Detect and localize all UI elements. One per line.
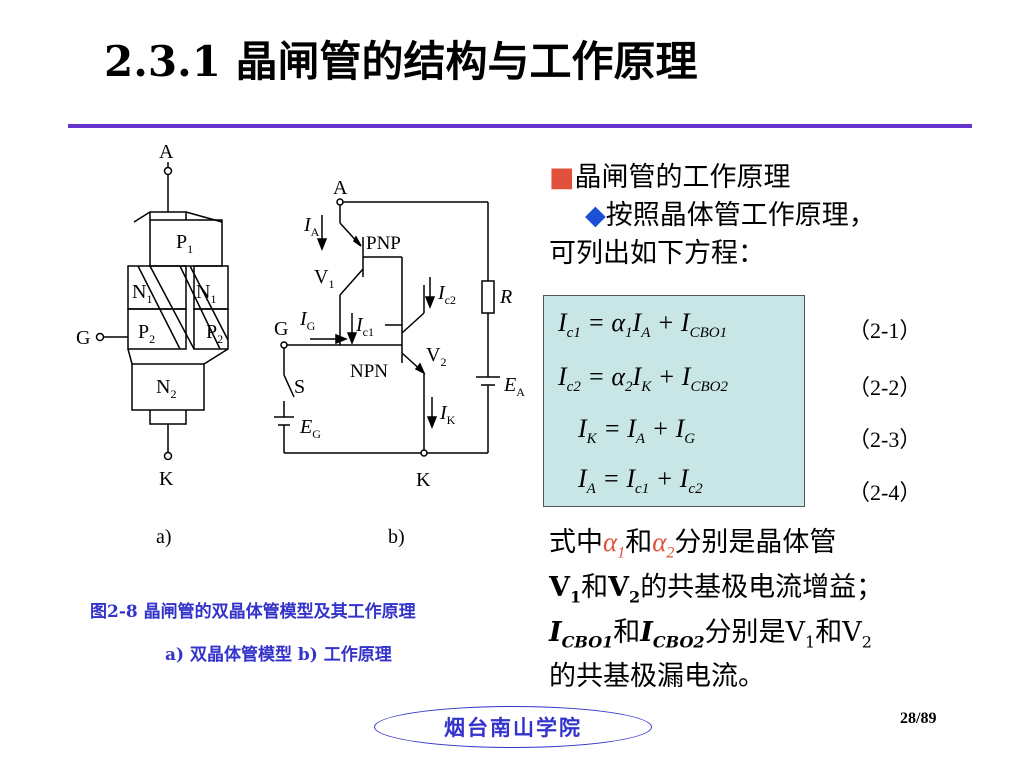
equation-number-2-2: （2-2） <box>848 375 922 400</box>
slide-title: 2.3.1 晶闸管的结构与工作原理 <box>104 37 698 86</box>
layer-p1-label: P1 <box>176 231 193 256</box>
equation-2-3: IK = IA + IG <box>578 414 696 448</box>
node-k-label: K <box>416 469 431 491</box>
description-line2: V1和V2的共基极电流增益； <box>549 572 884 607</box>
npn-label: NPN <box>350 361 388 382</box>
school-name-badge: 烟台南山学院 <box>374 706 652 748</box>
figure-a-thyristor-structure: A K G P1 N1 N1 P2 P2 N2 a) <box>76 141 229 548</box>
gate-g-label: G <box>274 318 288 340</box>
bullet-heading-text: 晶闸管的工作原理 <box>574 162 791 193</box>
bullet-heading: ■晶闸管的工作原理 <box>549 160 791 196</box>
equation-box: Ic1 = α1IA + ICBO1 Ic2 = α2IK + ICBO2 IK… <box>543 295 805 507</box>
source-eg-label: EG <box>299 416 321 441</box>
square-bullet-icon: ■ <box>549 162 575 193</box>
terminal-g-label: G <box>76 327 90 349</box>
equation-number-2-1: （2-1） <box>848 318 922 343</box>
layer-n1-right-label: N1 <box>196 281 216 306</box>
description-line4: 的共基极漏电流。 <box>549 661 765 693</box>
equation-number-2-4: （2-4） <box>848 480 922 505</box>
equation-2-4: IA = Ic1 + Ic2 <box>578 464 703 498</box>
page-number: 28/89 <box>900 710 937 727</box>
title-divider <box>68 124 972 128</box>
figure-b-working-circuit: A K G IA IG Ic1 Ic2 IK PNP NPN V1 V2 S R… <box>274 177 525 548</box>
figure-a-label: a) <box>156 526 172 548</box>
current-ic2-label: Ic2 <box>437 282 456 307</box>
figure-caption-line1: 图2-8 晶闸管的双晶体管模型及其工作原理 <box>90 602 416 622</box>
equation-number-2-3: （2-3） <box>848 427 922 452</box>
diamond-bullet-icon: ◆ <box>585 200 606 231</box>
node-a-label: A <box>333 177 348 199</box>
pnp-label: PNP <box>366 233 401 254</box>
terminal-a-label: A <box>159 141 174 163</box>
terminal-k-label: K <box>159 468 174 490</box>
figure-caption-line2: a) 双晶体管模型 b) 工作原理 <box>165 645 392 665</box>
resistor-r-label: R <box>499 286 512 308</box>
layer-p2-left-label: P2 <box>138 321 155 346</box>
current-ik-label: IK <box>439 402 456 427</box>
sub-bullet-text: 按照晶体管工作原理， <box>605 200 876 231</box>
equation-2-1: Ic1 = α1IA + ICBO1 <box>558 308 728 342</box>
description-line1: 式中α1和α2分别是晶体管 <box>549 527 837 562</box>
layer-n2-label: N2 <box>156 376 176 401</box>
source-ea-label: EA <box>503 374 525 399</box>
switch-s-label: S <box>294 376 305 398</box>
current-ia-label: IA <box>303 214 320 239</box>
v1-label: V1 <box>314 266 334 291</box>
school-name: 烟台南山学院 <box>444 716 582 740</box>
layer-n1-left-label: N1 <box>132 281 152 306</box>
description-line3: ICBO1和ICBO2分别是V1和V2 <box>549 616 872 652</box>
sub-bullet-continuation: 可列出如下方程： <box>549 238 765 269</box>
v2-label: V2 <box>426 344 446 369</box>
current-ig-label: IG <box>299 308 316 333</box>
layer-p2-right-label: P2 <box>206 321 223 346</box>
equation-2-2: Ic2 = α2IK + ICBO2 <box>558 362 728 396</box>
description-paragraph: 式中α1和α2分别是晶体管 V1和V2的共基极电流增益； ICBO1和ICBO2… <box>549 525 883 694</box>
current-ic1-label: Ic1 <box>355 314 374 339</box>
sub-bullet: ◆按照晶体管工作原理， <box>585 198 876 234</box>
figure-b-label: b) <box>388 526 405 548</box>
